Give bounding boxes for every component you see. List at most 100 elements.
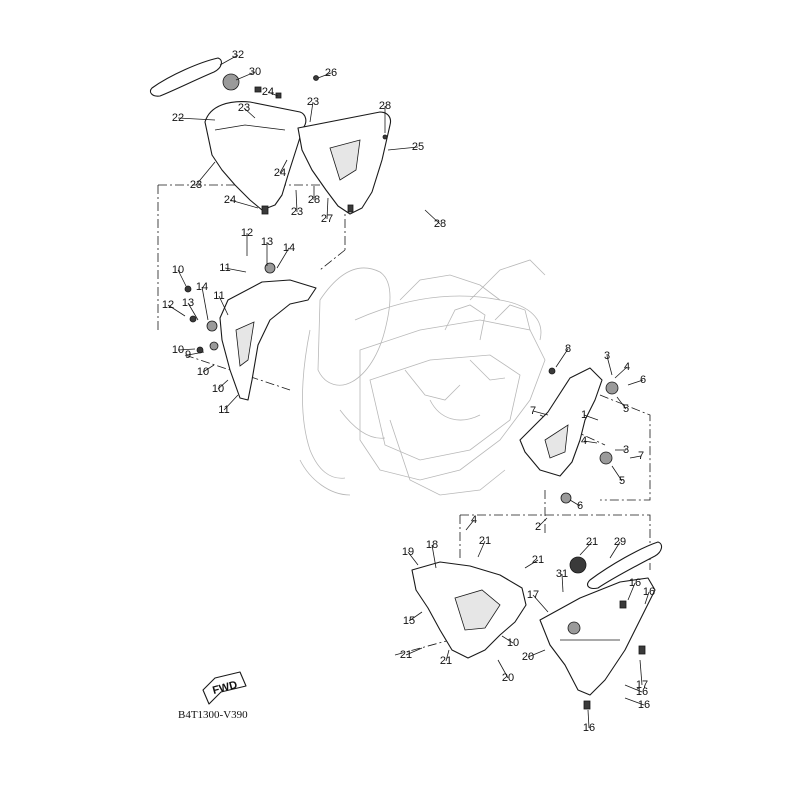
diagram-code: B4T1300-V390	[178, 709, 248, 721]
right-bracket-assembly	[519, 367, 619, 504]
callout-leader	[624, 697, 645, 706]
callout-4: 4	[581, 435, 587, 447]
callout-leader	[583, 414, 599, 421]
callout-leader	[527, 649, 546, 658]
callout-7: 7	[638, 450, 644, 462]
callout-24: 24	[262, 86, 274, 98]
callout-leader	[405, 647, 423, 656]
callout-10: 10	[507, 637, 519, 649]
callout-10: 10	[212, 383, 224, 395]
callout-leader	[445, 649, 450, 662]
callout-leaders	[167, 54, 650, 729]
callout-leader	[295, 189, 298, 213]
part-30-emblem	[222, 73, 240, 91]
callout-24: 24	[274, 167, 286, 179]
callout-leader	[267, 91, 279, 97]
callout-12: 12	[162, 299, 174, 311]
callout-leader	[279, 159, 288, 174]
callout-leader	[218, 295, 229, 316]
callout-16: 16	[583, 722, 595, 734]
callout-30: 30	[249, 66, 261, 78]
callout-leader	[639, 659, 643, 686]
callout-2: 2	[535, 521, 541, 533]
callout-leader	[195, 161, 216, 186]
callout-3: 3	[604, 350, 610, 362]
callout-leader	[187, 302, 199, 321]
callout-21: 21	[479, 535, 491, 547]
callout-4: 4	[624, 361, 630, 373]
callout-leader	[611, 465, 623, 482]
callout-leader	[177, 348, 196, 351]
callout-leader	[235, 71, 256, 81]
callout-23: 23	[307, 96, 319, 108]
callout-leader	[187, 351, 205, 356]
callout-leader	[537, 517, 548, 528]
callout-23: 23	[190, 179, 202, 191]
callout-14: 14	[196, 281, 208, 293]
callout-14: 14	[283, 242, 295, 254]
callout-leader	[309, 101, 314, 123]
motorcycle-frame-ghost	[299, 259, 546, 496]
part-15-cover	[539, 577, 656, 696]
callout-28: 28	[434, 218, 446, 230]
callout-leader	[616, 396, 627, 410]
part-1-bracket	[519, 367, 603, 477]
callout-leader	[532, 410, 549, 416]
callout-20: 20	[502, 672, 514, 684]
callout-4: 4	[471, 514, 477, 526]
callout-16: 16	[629, 577, 641, 589]
callout-leader	[627, 379, 644, 386]
callout-8: 8	[565, 343, 571, 355]
callout-leader	[201, 286, 209, 321]
callout-25: 25	[412, 141, 424, 153]
callout-leader	[177, 269, 187, 287]
callout-29: 29	[614, 536, 626, 548]
callout-28: 28	[308, 194, 320, 206]
callout-12: 12	[241, 227, 253, 239]
callout-leader	[465, 519, 475, 531]
callout-17: 17	[527, 589, 539, 601]
part-29-emblem	[569, 556, 587, 574]
callout-10: 10	[172, 344, 184, 356]
part-32-panel	[149, 57, 223, 97]
callout-leader	[276, 247, 290, 269]
callout-leader	[431, 544, 437, 569]
callout-13: 13	[182, 297, 194, 309]
fwd-arrow-icon: FWD	[202, 671, 247, 705]
callout-16: 16	[638, 699, 650, 711]
callout-1: 1	[581, 409, 587, 421]
callout-leader	[243, 107, 256, 119]
callout-leader	[609, 541, 621, 559]
callout-27: 27	[321, 213, 333, 225]
callout-leader	[408, 611, 423, 622]
callout-leader	[644, 591, 650, 605]
part-8-bracket	[219, 279, 317, 401]
callout-leader	[217, 379, 229, 390]
callout-16: 16	[636, 686, 648, 698]
callout-leader	[387, 146, 419, 151]
callout-23: 23	[291, 206, 303, 218]
callout-leader	[177, 117, 216, 121]
callout-leader	[561, 573, 564, 593]
callout-5: 5	[623, 403, 629, 415]
callout-16: 16	[643, 586, 655, 598]
callout-21: 21	[440, 655, 452, 667]
callout-leader	[167, 304, 186, 317]
callout-5: 5	[619, 475, 625, 487]
callout-24: 24	[224, 194, 236, 206]
callout-31: 31	[556, 568, 568, 580]
callout-leader	[317, 72, 332, 79]
upper-assembly	[149, 57, 392, 215]
callout-21: 21	[532, 554, 544, 566]
callout-leader	[579, 541, 593, 556]
callout-leader	[627, 582, 636, 601]
callout-18: 18	[426, 539, 438, 551]
callout-leader	[629, 455, 642, 459]
callout-22: 22	[172, 112, 184, 124]
callout-3: 3	[623, 444, 629, 456]
callout-11: 11	[213, 290, 224, 302]
callout-leader	[501, 635, 514, 644]
callout-leader	[219, 54, 239, 66]
